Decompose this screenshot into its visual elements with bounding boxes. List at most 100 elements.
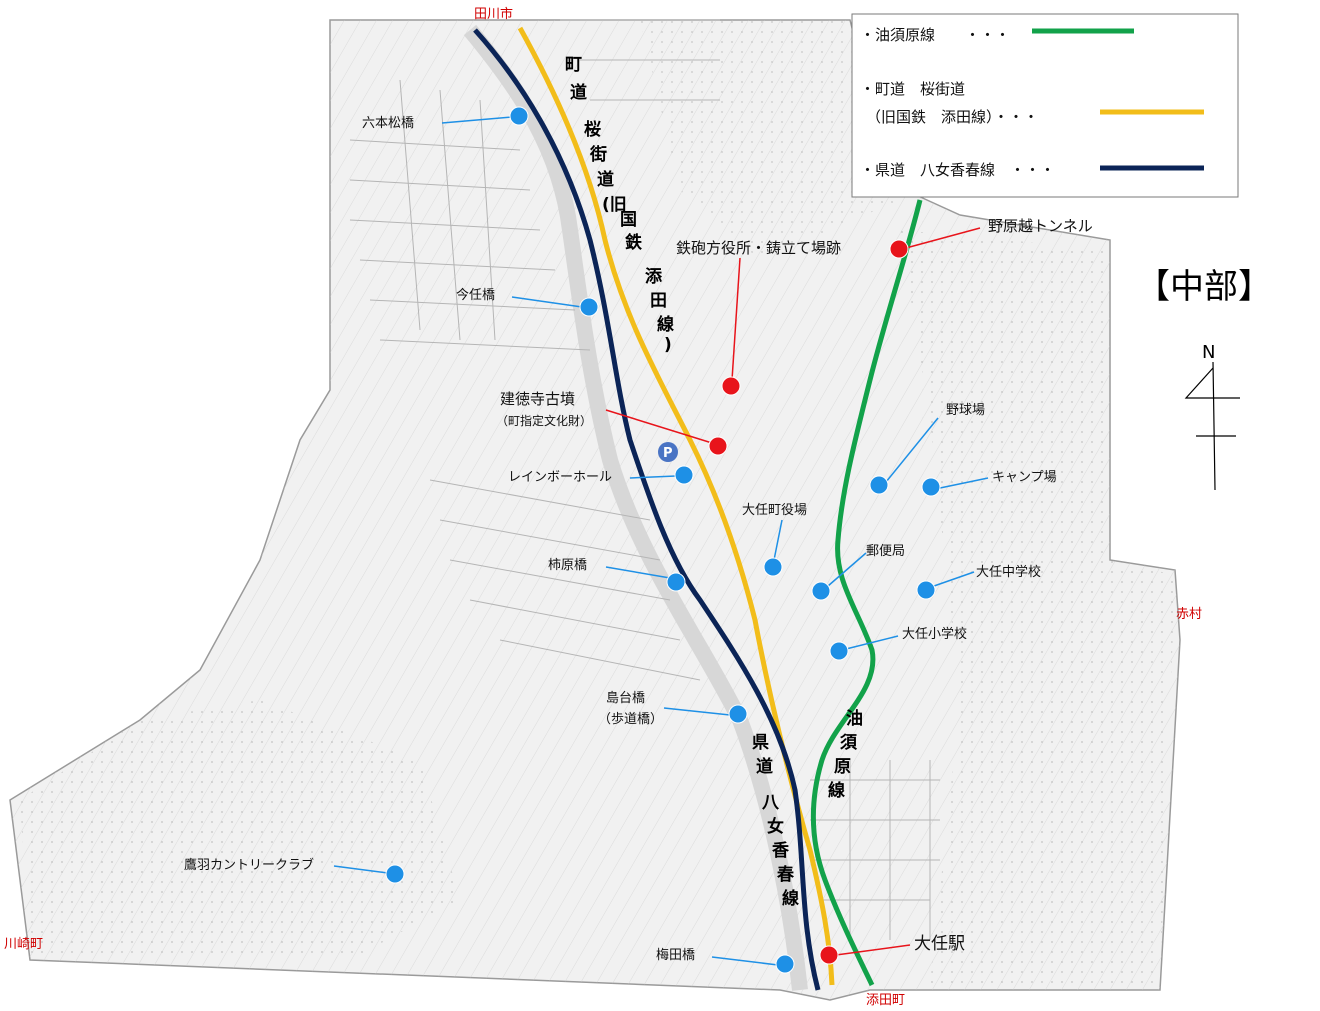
leader-elem bbox=[845, 635, 899, 650]
north-arrow-icon: N bbox=[1184, 342, 1240, 491]
legend: ・油須原線 ・・・ ・町道 桜街道 （旧国鉄 添田線）・・・ ・県道 八女香春線… bbox=[851, 13, 1239, 198]
town-road-char: 桜 bbox=[584, 119, 601, 140]
marker-kentokuji[interactable] bbox=[708, 436, 728, 456]
marker-rainbow[interactable] bbox=[674, 465, 694, 485]
leader-imato bbox=[511, 296, 583, 308]
label-shimadai: 島台橋 bbox=[606, 691, 645, 706]
place-labels: 六本松橋 今任橋 鉄砲方役所・鋳立て場跡 野原越トンネル 建徳寺古墳 （町指定文… bbox=[184, 116, 1093, 963]
yusubaru-char: 油 bbox=[846, 708, 863, 729]
marker-roppommatsu[interactable] bbox=[509, 106, 529, 126]
label-tunnel: 野原越トンネル bbox=[988, 217, 1093, 235]
label-teppo: 鉄砲方役所・鋳立て場跡 bbox=[676, 239, 841, 257]
markers bbox=[385, 106, 941, 974]
label-kentokuji: 建徳寺古墳 bbox=[500, 390, 575, 408]
pref-road-char: 道 bbox=[756, 756, 773, 777]
leader-baseball bbox=[885, 417, 939, 483]
yusubaru-line bbox=[810, 199, 923, 987]
town-road-char: 国 bbox=[620, 210, 637, 230]
marker-club[interactable] bbox=[385, 864, 405, 884]
leader-townhall bbox=[773, 519, 783, 561]
north-label: N bbox=[1202, 342, 1215, 363]
town-north: 田川市 bbox=[474, 6, 513, 22]
town-south: 添田町 bbox=[866, 993, 905, 1008]
pref-road-char: 八 bbox=[762, 793, 780, 813]
town-west: 川崎町 bbox=[4, 937, 43, 952]
basemap-hills-east bbox=[900, 230, 1175, 985]
marker-station[interactable] bbox=[819, 945, 839, 965]
town-road-char: 線 bbox=[657, 314, 674, 335]
label-kentokuji-note: （町指定文化財） bbox=[496, 413, 592, 428]
label-rainbow: レインボーホール bbox=[508, 470, 612, 485]
town-east: 赤村 bbox=[1176, 607, 1202, 622]
label-kakihara: 柿原橋 bbox=[548, 557, 587, 573]
parking-icon[interactable]: P bbox=[658, 442, 678, 462]
leader-umeda bbox=[711, 956, 779, 966]
pref-road-char: 香 bbox=[772, 841, 789, 861]
marker-tunnel[interactable] bbox=[889, 239, 909, 259]
label-jhs: 大任中学校 bbox=[976, 564, 1041, 580]
town-road-char: 街 bbox=[589, 144, 607, 165]
marker-imato[interactable] bbox=[579, 297, 599, 317]
marker-townhall[interactable] bbox=[763, 557, 783, 577]
leader-club bbox=[333, 865, 389, 874]
basemap-hills-north bbox=[640, 20, 900, 260]
label-umeda: 梅田橋 bbox=[656, 948, 695, 963]
label-elem: 大任小学校 bbox=[902, 626, 967, 642]
marker-kakihara[interactable] bbox=[666, 572, 686, 592]
legend-label-town-road: ・町道 桜街道 bbox=[860, 80, 965, 98]
leader-kakihara bbox=[605, 566, 671, 579]
label-shimadai-note: （歩道橋） bbox=[598, 712, 663, 727]
leader-teppo bbox=[731, 257, 741, 381]
label-club: 鷹羽カントリークラブ bbox=[184, 857, 314, 873]
label-baseball: 野球場 bbox=[946, 403, 985, 418]
leader-post bbox=[827, 552, 867, 587]
town-labels: 田川市 赤村 川崎町 添田町 bbox=[4, 6, 1202, 1008]
town-road-label: 町 道 桜 街 道 (旧 国 鉄 添 田 線 ) bbox=[565, 55, 674, 355]
label-townhall: 大任町役場 bbox=[742, 503, 807, 518]
pref-road-char: 女 bbox=[767, 816, 784, 837]
town-road-char: 道 bbox=[570, 82, 587, 103]
label-imato: 今任橋 bbox=[456, 287, 495, 303]
marker-shimadai[interactable] bbox=[728, 704, 748, 724]
legend-label-pref-road: ・県道 八女香春線 ・・・ bbox=[860, 161, 1055, 179]
label-roppommatsu: 六本松橋 bbox=[362, 116, 414, 131]
pref-road-char: 県 bbox=[752, 733, 769, 753]
marker-baseball[interactable] bbox=[869, 475, 889, 495]
river bbox=[463, 24, 808, 991]
marker-teppo[interactable] bbox=[721, 376, 741, 396]
pref-road-label: 県 道 八 女 香 春 線 bbox=[752, 733, 799, 909]
yusubaru-char: 須 bbox=[840, 733, 858, 753]
marker-elem[interactable] bbox=[829, 641, 849, 661]
pref-road-char: 線 bbox=[782, 888, 799, 909]
town-road-char: 添 bbox=[645, 266, 663, 287]
yusubaru-label: 油 須 原 線 bbox=[828, 708, 863, 801]
legend-label-yusubaru: ・油須原線 ・・・ bbox=[860, 26, 1010, 44]
yusubaru-char: 線 bbox=[828, 780, 845, 801]
region-title: 【中部】 bbox=[1136, 267, 1272, 307]
marker-jhs[interactable] bbox=[916, 580, 936, 600]
town-road-char: 道 bbox=[597, 169, 614, 190]
leader-kentokuji bbox=[605, 409, 713, 444]
pref-road-char: 春 bbox=[777, 864, 794, 885]
marker-post[interactable] bbox=[811, 581, 831, 601]
leader-shimadai bbox=[663, 707, 731, 716]
label-camp: キャンプ場 bbox=[992, 470, 1057, 485]
pref-road-line bbox=[473, 28, 821, 991]
town-road-char: ) bbox=[664, 335, 672, 355]
leader-tunnel bbox=[905, 227, 981, 249]
leader-lines bbox=[333, 116, 989, 966]
parking-label: P bbox=[663, 446, 673, 461]
marker-umeda[interactable] bbox=[775, 954, 795, 974]
town-road-char: 田 bbox=[650, 291, 667, 311]
town-road-line bbox=[517, 26, 835, 986]
leader-camp bbox=[939, 477, 989, 489]
marker-camp[interactable] bbox=[921, 477, 941, 497]
label-station: 大任駅 bbox=[914, 934, 965, 954]
leader-roppommatsu bbox=[441, 116, 513, 124]
basemap-hills-west bbox=[20, 700, 460, 960]
legend-label-town-road-2: （旧国鉄 添田線）・・・ bbox=[866, 108, 1039, 126]
town-road-char: 町 bbox=[565, 55, 582, 75]
leader-jhs bbox=[933, 571, 975, 587]
